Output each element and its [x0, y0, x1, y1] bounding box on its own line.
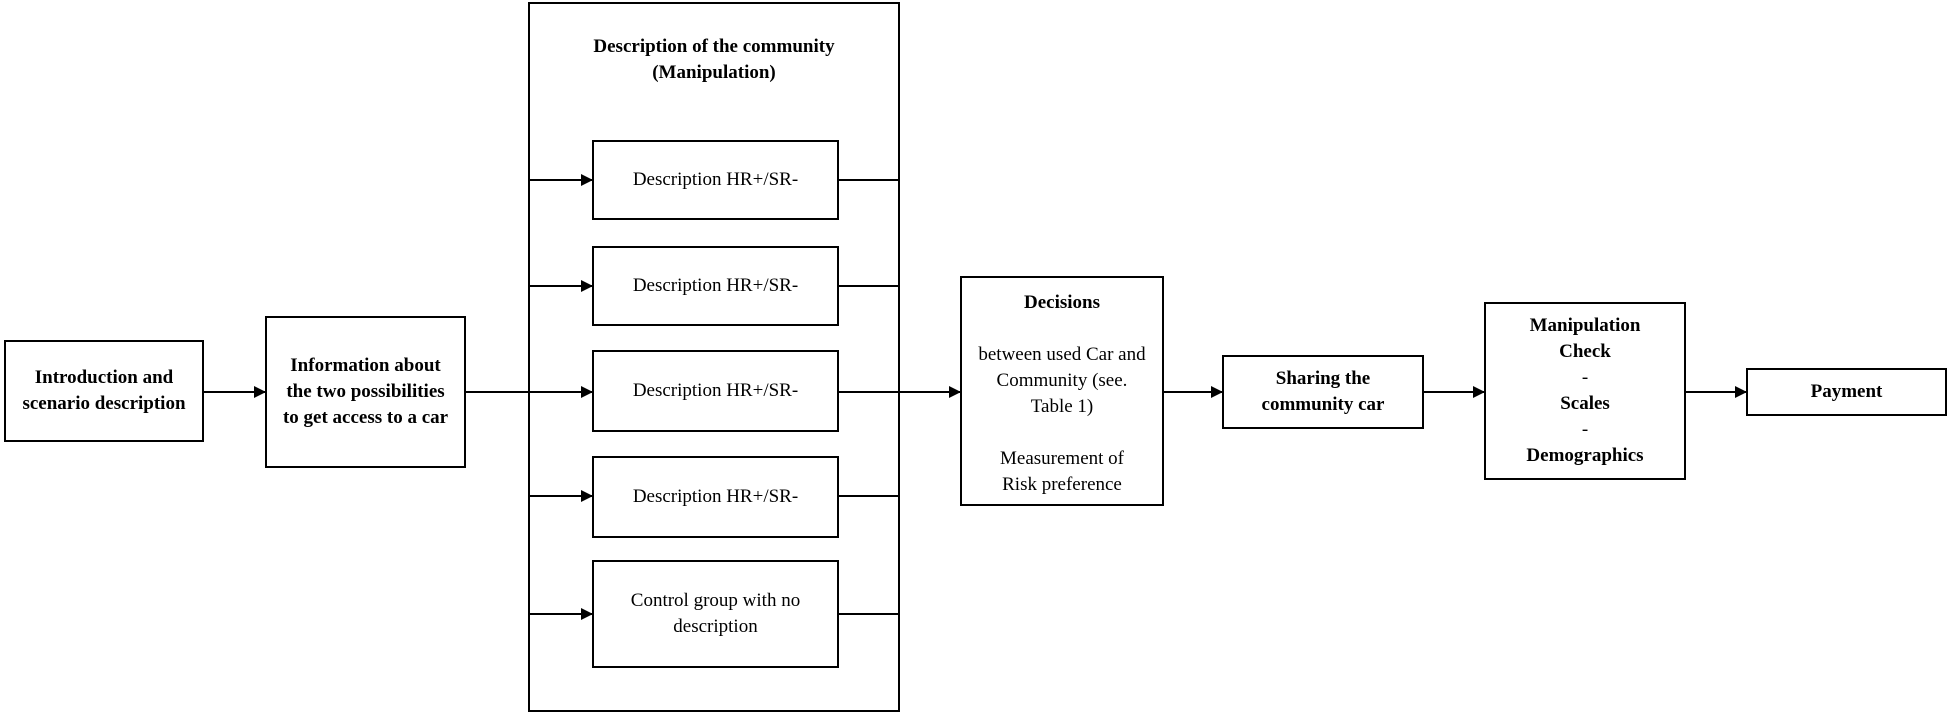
info-box: Information about the two possibilities … [265, 316, 466, 468]
decisions-line-1: between used Car and Community (see. Tab… [978, 344, 1146, 417]
group-box-1: Description HR+/SR- [592, 140, 839, 220]
group-label-3: Description HR+/SR- [632, 380, 799, 401]
group-box-2: Description HR+/SR- [592, 246, 839, 326]
payment-text: Payment [1810, 381, 1883, 402]
manipulation-box: Manipulation Check - Scales - Demographi… [1484, 302, 1686, 480]
decisions-title: Decisions [1024, 292, 1100, 313]
intro-box: Introduction and scenario description [4, 340, 204, 442]
group-label-5: Control group with no description [630, 590, 801, 637]
intro-text: Introduction and scenario description [22, 367, 186, 414]
manipulation-line-1: Manipulation Check [1529, 315, 1641, 362]
community-box: Description of the community (Manipulati… [528, 2, 900, 712]
decisions-line-2: Measurement of Risk preference [1000, 448, 1124, 495]
info-text: Information about the two possibilities … [282, 355, 449, 428]
manipulation-separator-1: - [1581, 367, 1589, 388]
manipulation-line-2: Scales [1560, 393, 1610, 414]
group-label-2: Description HR+/SR- [632, 275, 799, 296]
group-box-3: Description HR+/SR- [592, 350, 839, 432]
community-title: Description of the community (Manipulati… [593, 36, 835, 83]
sharing-text: Sharing the community car [1261, 368, 1385, 415]
group-box-4: Description HR+/SR- [592, 456, 839, 538]
group-label-4: Description HR+/SR- [632, 486, 799, 507]
sharing-box: Sharing the community car [1222, 355, 1424, 429]
decisions-box: Decisions between used Car and Community… [960, 276, 1164, 506]
manipulation-line-3: Demographics [1526, 445, 1644, 466]
group-box-5: Control group with no description [592, 560, 839, 668]
group-label-1: Description HR+/SR- [632, 169, 799, 190]
payment-box: Payment [1746, 368, 1947, 416]
manipulation-separator-2: - [1581, 419, 1589, 440]
